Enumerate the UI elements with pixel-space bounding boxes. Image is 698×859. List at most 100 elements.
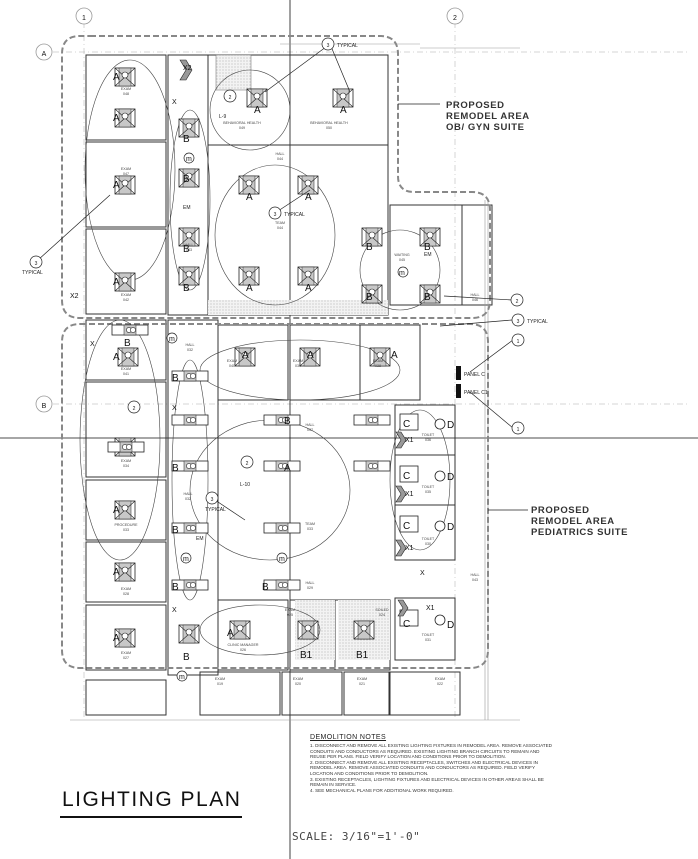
fixture-label-b: B xyxy=(262,582,269,593)
fixture-label-d: D xyxy=(447,472,454,483)
fixture-label-b: B xyxy=(183,134,190,145)
occupancy-sensor-icons xyxy=(166,152,409,682)
room-name: EXAM xyxy=(121,367,131,371)
callout-number: 1 xyxy=(517,339,520,345)
em-label: EM xyxy=(424,252,432,258)
remodel-label-peds: PROPOSED REMODEL AREA PEDIATRICS SUITE xyxy=(531,505,628,538)
room-name: TEAM xyxy=(305,522,315,526)
room-number: 025 xyxy=(287,613,293,617)
demolition-notes-title: DEMOLITION NOTES xyxy=(310,734,387,741)
remodel-line: REMODEL AREA xyxy=(446,111,530,122)
fixture-label-a: A xyxy=(254,105,261,116)
exit-label-x1: X1 xyxy=(405,437,414,444)
fixture-label-b: B xyxy=(424,292,431,303)
demolition-note-line: 1. DISCONNECT AND REMOVE ALL EXISTING LI… xyxy=(310,743,552,748)
room-number: 033 xyxy=(307,527,313,531)
room-number: 021 xyxy=(359,682,365,686)
room-name: EXAM xyxy=(293,359,303,363)
room-name: HALL xyxy=(471,573,480,577)
callout-number: 2 xyxy=(516,299,519,305)
fixture-label-a: A xyxy=(113,567,120,578)
room-number: 032 xyxy=(187,348,193,352)
fixture-label-a: A xyxy=(227,628,234,639)
fixture-label-a: A xyxy=(307,350,314,361)
callout-2-hall xyxy=(240,455,254,469)
grid-label-2: 2 xyxy=(453,15,457,22)
room-name: HALL xyxy=(186,343,195,347)
demolition-note-line: 3. EXISTING RECEPTACLES, LIGHTING FIXTUR… xyxy=(310,776,544,782)
fixture-label-b1: B1 xyxy=(356,650,369,661)
room-name: TOILET xyxy=(422,485,435,489)
remodel-line: REMODEL AREA xyxy=(531,516,615,527)
room-number: 032 xyxy=(185,497,191,501)
room-number: 030 xyxy=(425,542,431,546)
fixture-label-b: B xyxy=(366,292,373,303)
room-labels: EXAM 048 EXAM 047 EXAM 042 BEHAVIORAL HE… xyxy=(115,87,480,686)
callout-number: 2 xyxy=(246,461,249,467)
remodel-line: PROPOSED xyxy=(446,100,505,111)
exterior-walls xyxy=(70,43,520,721)
exit-label-x: X xyxy=(172,99,177,106)
fixture-label-b: B xyxy=(284,416,291,427)
room-number: 029 xyxy=(307,586,313,590)
demolition-notes: DEMOLITION NOTES 1. DISCONNECT AND REMOV… xyxy=(310,734,610,793)
note-callout-numbers: 3 3 3 3 3 2 2 2 2 1 1 TYPICAL TYPICAL TY… xyxy=(22,43,548,513)
fixture-label-a: A xyxy=(305,283,312,294)
exit-sign-icons xyxy=(179,59,409,617)
remodel-line: OB/ GYN SUITE xyxy=(446,122,525,133)
demolition-notes-list: 1. DISCONNECT AND REMOVE ALL EXISTING LI… xyxy=(310,743,610,793)
fixture-label-c: C xyxy=(403,419,410,430)
room-number: 044 xyxy=(277,157,283,161)
room-name: TEAM xyxy=(275,221,285,225)
callout-1-lower xyxy=(469,391,525,435)
fixture-label-c: C xyxy=(403,619,410,630)
fixture-label-a: A xyxy=(113,180,120,191)
fixture-label-b: B xyxy=(172,373,179,384)
remodel-boundary-peds xyxy=(61,323,489,669)
room-name: EXAM xyxy=(285,608,295,612)
room-number: 039 xyxy=(295,364,301,368)
callout-2-waiting xyxy=(443,293,524,307)
room-number: 028 xyxy=(123,592,129,596)
remodel-label-obgyn: PROPOSED REMODEL AREA OB/ GYN SUITE xyxy=(446,100,530,133)
callout-3-right xyxy=(439,313,525,327)
room-name: HALL xyxy=(276,152,285,156)
fixture-label-a: A xyxy=(113,633,120,644)
fixtures-toilet xyxy=(399,413,446,627)
callout-number: 3 xyxy=(274,212,277,218)
fixture-a-labels: A A A A A A A A A A A A A A A A A A A xyxy=(113,72,398,644)
room-number: 049 xyxy=(239,126,245,130)
room-name: EXAM xyxy=(121,87,131,91)
fixture-label-c: C xyxy=(403,471,410,482)
exit-sign-labels: X2 X2 X X X X X X1 X1 X1 X1 xyxy=(70,65,435,614)
circuit-label-l9: L-9 xyxy=(219,114,226,120)
em-label: EM xyxy=(196,536,204,542)
panel-c1-icon xyxy=(456,384,461,398)
sensor-label: m xyxy=(183,556,189,563)
fixtures-type-a xyxy=(114,67,391,648)
room-name: EXAM xyxy=(435,677,445,681)
room-number: 043 xyxy=(186,248,192,252)
fixture-label-d: D xyxy=(447,620,454,631)
circuit-arcs xyxy=(79,59,451,656)
demolition-note-line: REMODEL AREA. REMOVE ASSOCIATED CONDUITS… xyxy=(310,765,536,771)
exit-label-x2: X2 xyxy=(70,293,79,300)
room-name: CLINIC MANAGER xyxy=(228,643,259,647)
note-callouts xyxy=(29,37,525,521)
exit-label-x: X xyxy=(90,341,95,348)
remodel-line: PEDIATRICS SUITE xyxy=(531,527,629,538)
callout-number: 2 xyxy=(133,406,136,412)
room-number: 041 xyxy=(123,372,129,376)
fixture-b-labels: B B B B B B B B B B1 B1 xyxy=(183,134,431,663)
grid-bubble-a: A xyxy=(35,43,53,61)
demolition-note-line: REUSE PER PLANS. FIELD VERIFY LOCATION A… xyxy=(310,754,506,760)
grid-bubble-b: B xyxy=(35,395,53,413)
room-name: EXAM xyxy=(121,651,131,655)
room-number: 040 xyxy=(229,364,235,368)
fixture-label-a: A xyxy=(246,283,253,294)
fixture-label-a: A xyxy=(113,352,120,363)
room-number: 048 xyxy=(123,92,129,96)
room-name: HALL xyxy=(471,293,480,297)
remodel-boundary-obgyn xyxy=(61,35,491,319)
